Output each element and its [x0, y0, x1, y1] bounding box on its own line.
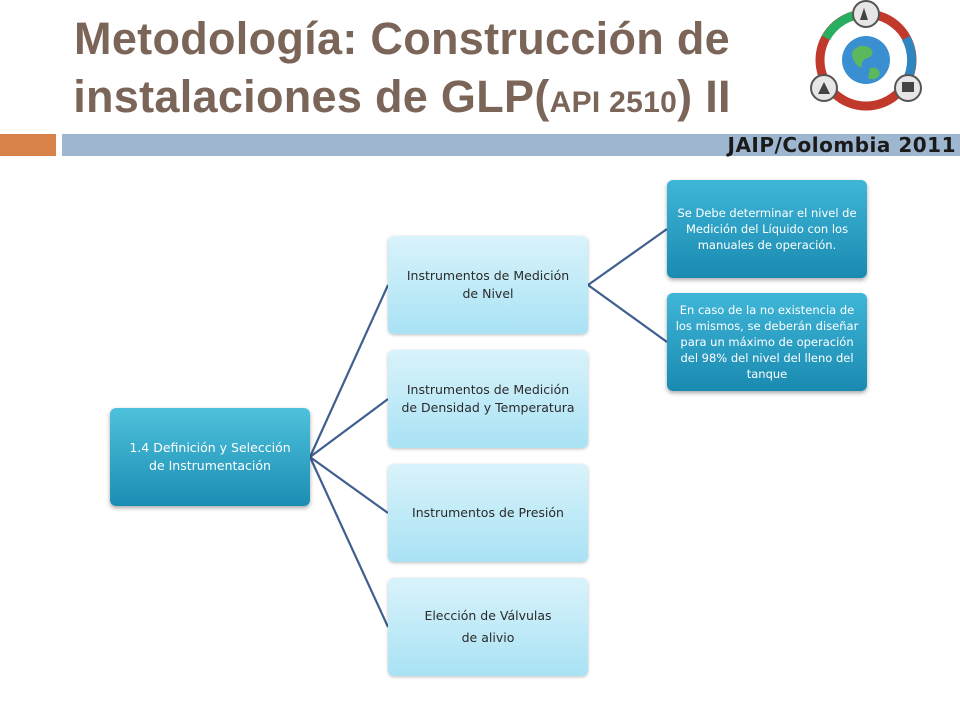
node-level-instruments-label: Instrumentos de Medición de Nivel — [406, 268, 570, 301]
connector-root-valves — [309, 456, 389, 628]
connector-root-density — [309, 398, 389, 458]
node-level-design-max-label: En caso de la no existencia de los mismo… — [675, 303, 859, 381]
slide-title: Metodología: Construcción de instalacion… — [12, 10, 792, 132]
connector-root-pressure — [309, 456, 389, 514]
node-level-measurement-method: Se Debe determinar el nivel de Medición … — [667, 180, 867, 278]
title-line-1: Metodología: Construcción de — [74, 13, 730, 64]
accent-bar-blue — [62, 134, 960, 156]
conference-logo-icon — [810, 0, 922, 111]
title-api-code: API 2510 — [549, 86, 678, 119]
connector-root-level — [308, 284, 390, 458]
node-pressure-label: Instrumentos de Presión — [412, 505, 564, 520]
event-label: JAIP/Colombia 2011 — [727, 133, 956, 157]
root-node-label: 1.4 Definición y Selección de Instrument… — [129, 440, 291, 473]
accent-bar-orange — [0, 134, 56, 156]
diagram-root-node: 1.4 Definición y Selección de Instrument… — [110, 408, 310, 506]
connector-level-method — [587, 228, 668, 286]
node-level-design-max: En caso de la no existencia de los mismo… — [667, 293, 867, 391]
title-line-2: instalaciones de GLP( — [73, 71, 550, 122]
node-level-measurement-method-label: Se Debe determinar el nivel de Medición … — [677, 206, 857, 252]
node-relief-valves-line2: de alivio — [461, 630, 515, 645]
node-density-temperature-label: Instrumentos de Medición de Densidad y T… — [401, 382, 575, 415]
connector-level-design — [587, 284, 668, 343]
node-pressure-instruments: Instrumentos de Presión — [388, 464, 588, 562]
node-relief-valves: Elección de Válvulas de alivio — [388, 578, 588, 676]
node-density-temperature-instruments: Instrumentos de Medición de Densidad y T… — [388, 350, 588, 448]
node-relief-valves-line1: Elección de Válvulas — [424, 608, 552, 623]
node-level-instruments: Instrumentos de Medición de Nivel — [388, 236, 588, 334]
title-line-2-end: ) II — [677, 71, 731, 122]
